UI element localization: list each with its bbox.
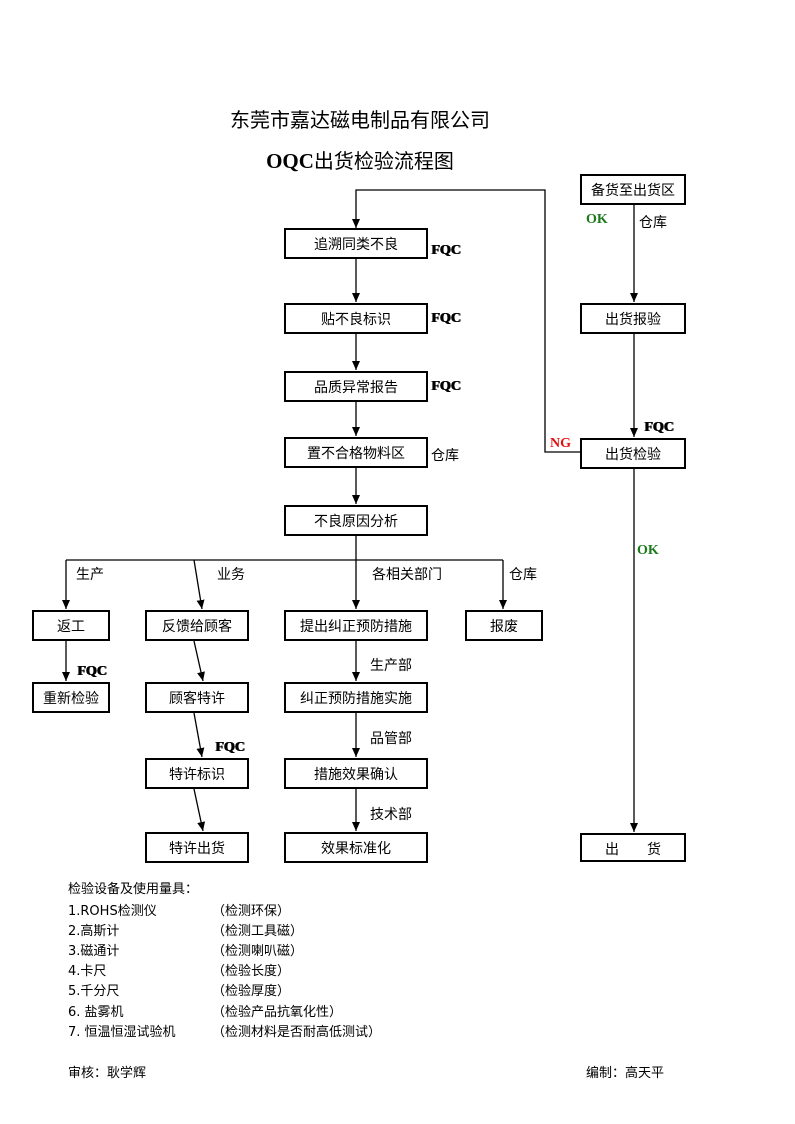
box-prepare: 备货至出货区 — [580, 174, 686, 205]
ok-tag-ship: OK — [637, 543, 659, 558]
box-implement-cap: 纠正预防措施实施 — [284, 682, 428, 713]
box-quality-report: 品质异常报告 — [284, 371, 428, 402]
box-feedback: 反馈给顾客 — [145, 610, 249, 641]
box-ng-area: 置不合格物料区 — [284, 437, 428, 468]
box-rework: 返工 — [32, 610, 110, 641]
box-ship: 出 货 — [580, 833, 686, 862]
box-trace: 追溯同类不良 — [284, 228, 428, 259]
arrow-permit-to-label — [193, 712, 205, 758]
label-warehouse-ngarea: 仓库 — [431, 448, 459, 464]
chart-title-rest: 出货检验流程图 — [313, 149, 454, 173]
ng-loop-line — [352, 189, 581, 453]
chart-title-bold: OQC — [266, 149, 314, 173]
ok-tag-prepare: OK — [586, 212, 608, 227]
box-cause-analysis: 不良原因分析 — [284, 505, 428, 536]
company-name: 东莞市嘉达磁电制品有限公司 — [230, 108, 490, 132]
label-warehouse-prepare: 仓库 — [639, 215, 667, 231]
box-confirm-effect: 措施效果确认 — [284, 758, 428, 789]
box-ship-report: 出货报验 — [580, 303, 686, 334]
box-label-ng: 贴不良标识 — [284, 303, 428, 334]
arrow-feedback-to-permit — [193, 640, 205, 682]
fqc-tag-report: FQC — [431, 379, 461, 394]
arrow-label-to-ship — [193, 788, 206, 832]
box-standardize: 效果标准化 — [284, 832, 428, 863]
editor: 编制：高天平 — [586, 1066, 665, 1081]
label-departments: 各相关部门 — [372, 567, 442, 583]
fqc-tag-trace: FQC — [431, 243, 461, 258]
box-reinspect: 重新检验 — [32, 682, 110, 713]
fqc-tag-label: FQC — [431, 311, 461, 326]
box-scrap: 报废 — [465, 610, 543, 641]
label-production: 生产 — [76, 567, 104, 583]
fqc-tag-reinspect: FQC — [77, 664, 107, 679]
box-ship-inspect: 出货检验 — [580, 438, 686, 469]
box-customer-permit: 顾客特许 — [145, 682, 249, 713]
ng-tag: NG — [550, 436, 571, 451]
equipment-title: 检验设备及使用量具： — [68, 882, 199, 897]
fqc-tag-permit-label: FQC — [215, 740, 245, 755]
box-permit-ship: 特许出货 — [145, 832, 249, 863]
label-tech-dept: 技术部 — [370, 807, 412, 823]
label-business: 业务 — [217, 567, 245, 583]
chart-title: OQC出货检验流程图 — [0, 145, 720, 174]
fqc-tag-ship-inspect: FQC — [644, 420, 674, 435]
label-production-dept: 生产部 — [370, 658, 412, 674]
arrow-branch-feedback — [193, 559, 205, 610]
box-propose-cap: 提出纠正预防措施 — [284, 610, 428, 641]
box-permit-label: 特许标识 — [145, 758, 249, 789]
label-qc-dept: 品管部 — [370, 731, 412, 747]
reviewer: 审核：耿学辉 — [68, 1066, 147, 1081]
label-warehouse-scrap: 仓库 — [509, 567, 537, 583]
